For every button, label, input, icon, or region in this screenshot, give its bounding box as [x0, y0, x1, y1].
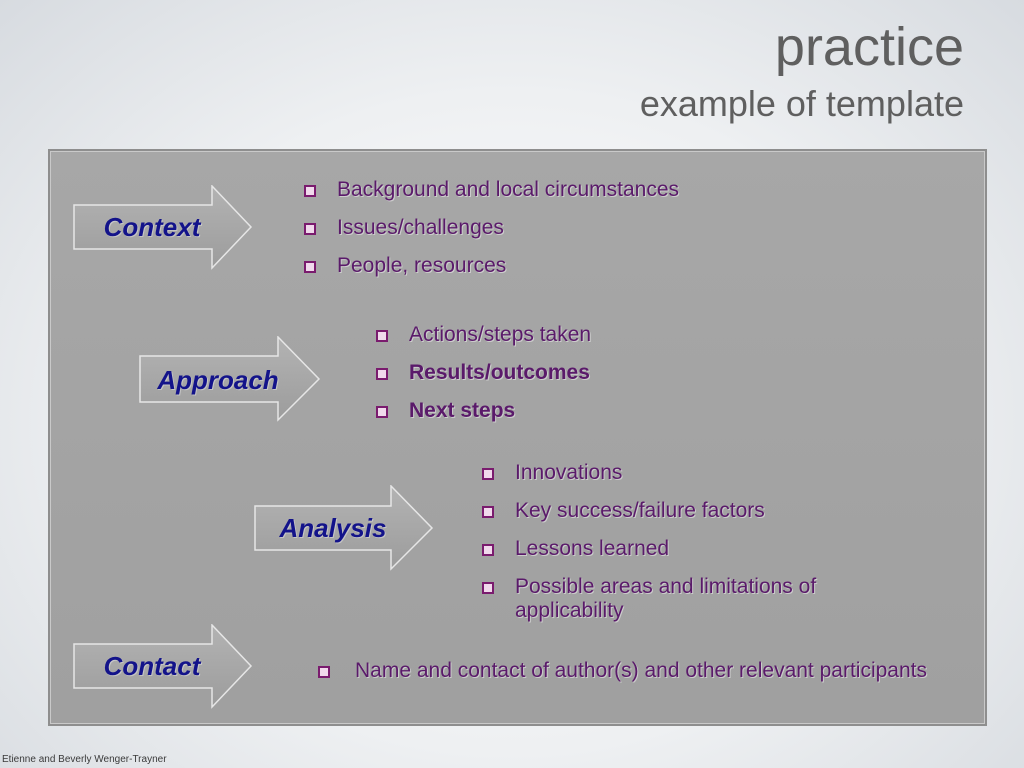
analysis-arrow: Analysis	[254, 485, 434, 571]
square-bullet-icon	[304, 223, 316, 235]
contact-arrow: Contact	[73, 624, 253, 709]
approach-list: Actions/steps taken Results/outcomes Nex…	[372, 323, 772, 437]
list-item: Key success/failure factors	[478, 499, 898, 523]
right-arrow-icon	[139, 336, 321, 422]
square-bullet-icon	[482, 468, 494, 480]
right-arrow-icon	[73, 185, 253, 270]
list-item: Innovations	[478, 461, 898, 485]
section-label: Approach	[157, 365, 279, 395]
context-list: Background and local circumstances Issue…	[300, 178, 760, 292]
section-label: Context	[103, 212, 201, 242]
square-bullet-icon	[376, 406, 388, 418]
slide-subtitle: example of template	[639, 83, 964, 124]
list-item: Name and contact of author(s) and other …	[314, 659, 1014, 683]
slide-title: practice	[774, 17, 964, 77]
list-item: Results/outcomes	[372, 361, 772, 385]
square-bullet-icon	[482, 582, 494, 594]
square-bullet-icon	[482, 544, 494, 556]
list-item: Actions/steps taken	[372, 323, 772, 347]
list-item: Lessons learned	[478, 537, 898, 561]
analysis-list: Innovations Key success/failure factors …	[478, 461, 898, 637]
context-arrow: Context	[73, 185, 253, 270]
list-item: People, resources	[300, 254, 760, 278]
footer-credit: Etienne and Beverly Wenger-Trayner	[2, 754, 167, 765]
list-item: Possible areas and limitations of applic…	[478, 575, 898, 623]
list-item: Issues/challenges	[300, 216, 760, 240]
square-bullet-icon	[376, 330, 388, 342]
list-item: Background and local circumstances	[300, 178, 760, 202]
square-bullet-icon	[376, 368, 388, 380]
right-arrow-icon	[254, 485, 434, 571]
square-bullet-icon	[318, 666, 330, 678]
square-bullet-icon	[304, 261, 316, 273]
square-bullet-icon	[482, 506, 494, 518]
approach-arrow: Approach	[139, 336, 321, 422]
square-bullet-icon	[304, 185, 316, 197]
right-arrow-icon	[73, 624, 253, 709]
contact-list: Name and contact of author(s) and other …	[314, 659, 1014, 697]
section-label: Analysis	[279, 513, 387, 543]
section-label: Contact	[103, 651, 201, 681]
list-item: Next steps	[372, 399, 772, 423]
